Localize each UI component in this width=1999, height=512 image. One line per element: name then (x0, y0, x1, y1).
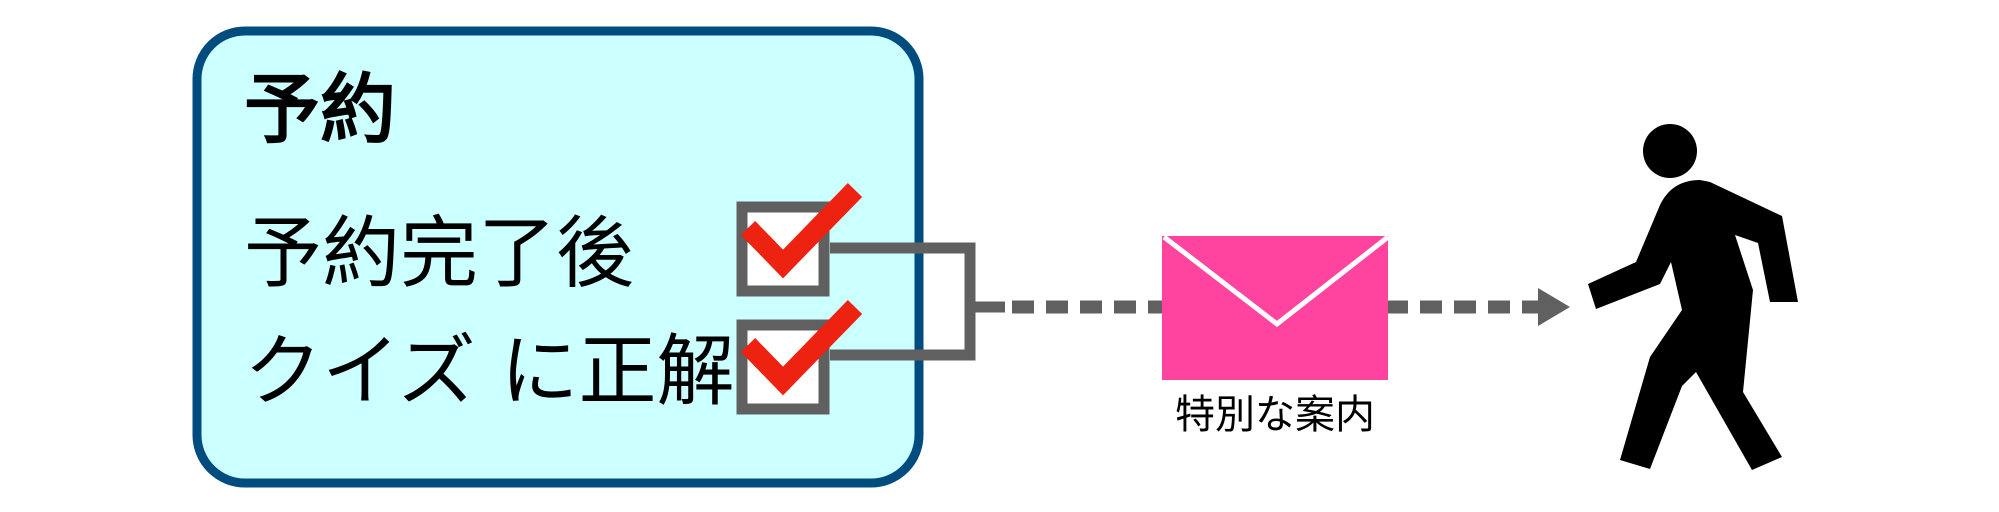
checkbox-1[interactable] (736, 183, 863, 297)
condition-label-1: 予約完了後 (244, 209, 634, 299)
checkbox-1-box[interactable] (736, 201, 830, 297)
walking-person-icon (1588, 124, 1798, 470)
condition-connector (830, 242, 1005, 361)
condition-label-2: クイズ に正解 (244, 327, 734, 417)
message-label: 特別な案内 (1175, 392, 1375, 438)
envelope-icon (1162, 235, 1390, 380)
reservation-title: 予約 (244, 65, 396, 154)
arrow-head-icon (1538, 288, 1570, 326)
checkbox-2[interactable] (736, 300, 863, 415)
person-body (1588, 180, 1798, 470)
dashed-arrow (1012, 288, 1570, 326)
envelope-body (1162, 236, 1388, 380)
person-head (1643, 124, 1697, 178)
check-mark-icon (740, 183, 863, 279)
envelope-flap (1162, 235, 1390, 328)
check-mark-icon (740, 300, 863, 396)
